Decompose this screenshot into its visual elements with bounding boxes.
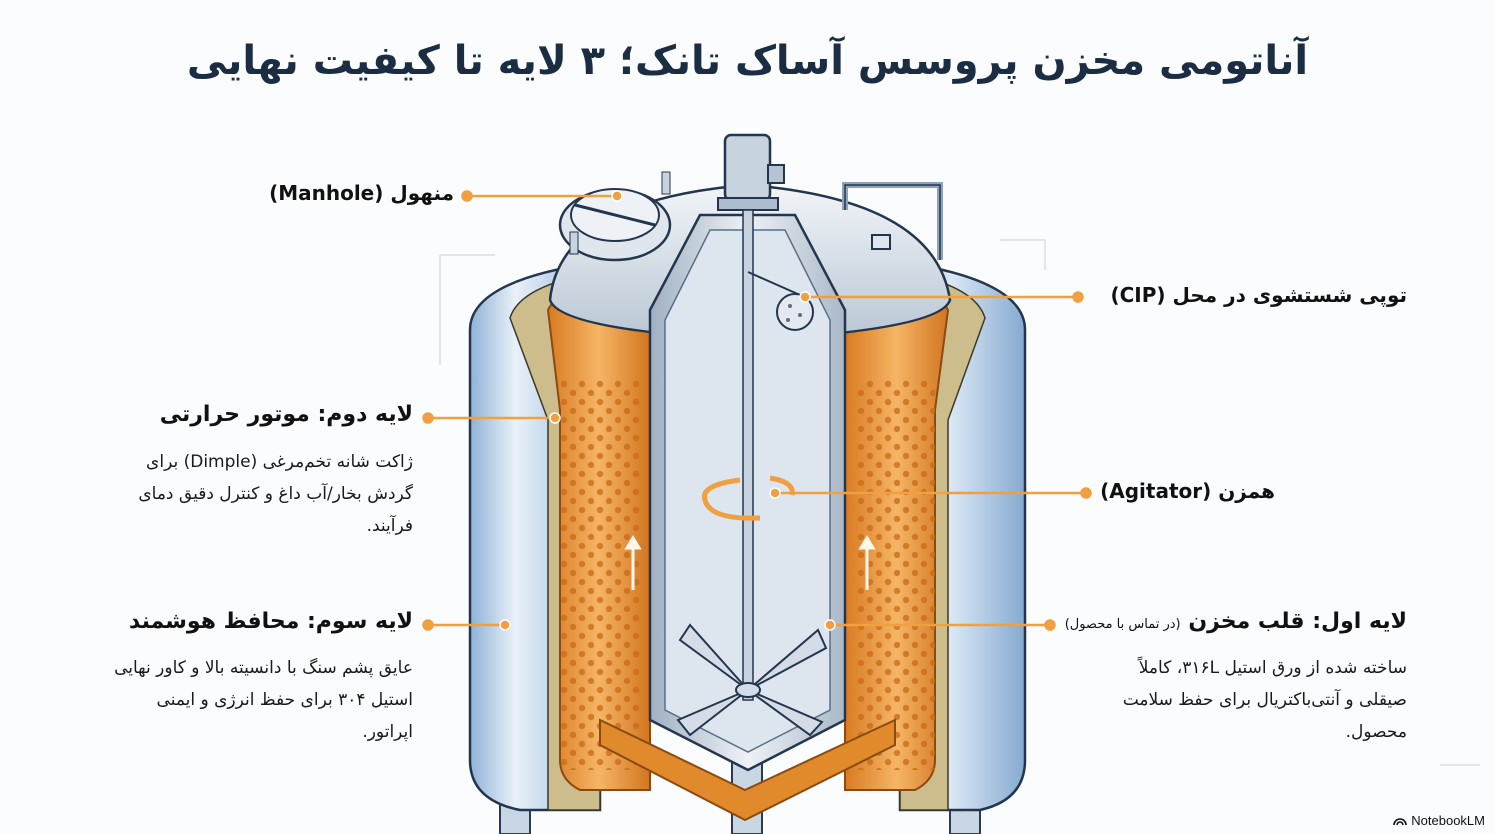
layer2-line: ژاکت شانه تخم‌مرغی (Dimple) برای xyxy=(146,452,413,472)
notebooklm-logo-icon xyxy=(1393,818,1408,826)
cip-label: توپی شستشوی در محل (CIP) xyxy=(1110,283,1407,307)
layer1-description: ساخته شده از ورق استیل ۳۱۶L، کاملاً صیقل… xyxy=(1077,652,1407,748)
layer3-line: استیل ۳۰۴ برای حفظ انرژی و ایمنی xyxy=(156,690,413,710)
layer1-line: محصول. xyxy=(1345,722,1407,742)
agitator-label: همزن (Agitator) xyxy=(1100,479,1275,503)
layer2-description: ژاکت شانه تخم‌مرغی (Dimple) برای گردش بخ… xyxy=(73,446,413,542)
brand-watermark: NotebookLM xyxy=(1393,813,1485,828)
brand-name: NotebookLM xyxy=(1411,813,1485,828)
layer1-note: (در تماس با محصول) xyxy=(1064,617,1181,632)
layer1-heading: لایه اول: قلب مخزن xyxy=(1188,609,1407,634)
layer3-heading: لایه سوم: محافظ هوشمند xyxy=(128,609,413,634)
layer2-line: فرآیند. xyxy=(366,516,413,536)
spray-ball-icon xyxy=(747,271,814,331)
manhole-icon xyxy=(558,171,672,262)
layer3-line: اپراتور. xyxy=(362,722,413,742)
layer1-line: صیقلی و آنتی‌باکتریال برای حفظ سلامت xyxy=(1122,690,1407,710)
impeller-icon xyxy=(676,623,828,737)
layer1-line: ساخته شده از ورق استیل ۳۱۶L، کاملاً xyxy=(1138,658,1407,678)
layer3-description: عایق پشم سنگ با دانسیته بالا و کاور نهای… xyxy=(53,652,413,748)
agitator-motor-icon xyxy=(717,133,785,211)
page-title: آناتومی مخزن پروسس آساک تانک؛ ۳ لایه تا … xyxy=(186,38,1309,84)
layer3-line: عایق پشم سنگ با دانسیته بالا و کاور نهای… xyxy=(114,658,413,678)
layer2-heading: لایه دوم: موتور حرارتی xyxy=(159,402,413,427)
layer2-line: گردش بخار/آب داغ و کنترل دقیق دمای xyxy=(138,484,413,504)
layer1-heading-row: لایه اول: قلب مخزن (در تماس با محصول) xyxy=(1065,609,1407,634)
manhole-label: منهول (Manhole) xyxy=(269,181,454,205)
